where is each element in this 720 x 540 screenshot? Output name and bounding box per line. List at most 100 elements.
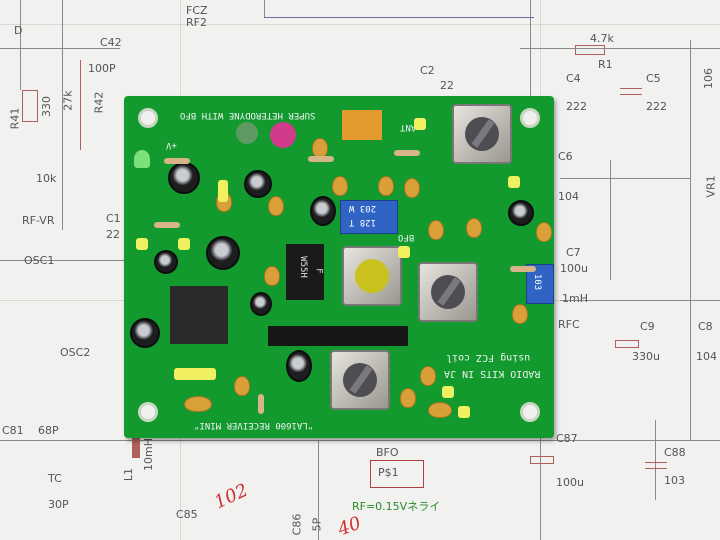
ceramic-capacitor: [420, 366, 436, 386]
ic-socket: [170, 286, 228, 344]
schematic-label: RFC: [558, 318, 580, 331]
test-pin: [398, 246, 410, 258]
ceramic-capacitor: [332, 176, 348, 196]
schematic-label: C6: [558, 150, 573, 163]
schematic-label: R42: [92, 91, 106, 114]
schematic-label: 103: [664, 474, 685, 487]
schematic-label: 104: [558, 190, 579, 203]
schematic-label: TC: [48, 472, 62, 485]
wire: [20, 0, 21, 90]
wire: [520, 48, 720, 49]
ic-chip: [268, 326, 408, 346]
wire: [560, 300, 720, 301]
handwritten-note: 102: [211, 479, 252, 514]
board-name: "LA1600 RECEIVER MINI": [194, 420, 314, 430]
schematic-label: R41: [8, 107, 22, 130]
test-pin: [136, 238, 148, 250]
capacitor-plate: [645, 468, 667, 469]
schematic-label: 330u: [632, 350, 660, 363]
resistor: [308, 156, 334, 162]
capacitor-symbol: [530, 456, 554, 464]
schematic-label: 1mH: [562, 292, 588, 305]
ceramic-capacitor: [428, 402, 452, 418]
trimmer-potentiometer: 203 W 128 T: [340, 200, 398, 234]
ceramic-capacitor: [512, 304, 528, 324]
schematic-label: VR1: [704, 175, 718, 198]
ceramic-capacitor: [184, 396, 212, 412]
electrolytic-capacitor: [250, 292, 272, 316]
fcz-coil: [418, 262, 478, 322]
schematic-note: RF=0.15Vネライ: [352, 500, 441, 513]
schematic-label: FCZ: [186, 4, 208, 17]
schematic-label: C9: [640, 320, 655, 333]
bfo-test-point: [370, 460, 424, 488]
schematic-label: C7: [566, 246, 581, 259]
electrolytic-capacitor: [206, 236, 240, 270]
schematic-label: 100P: [88, 62, 116, 75]
schematic-label: 104: [696, 350, 717, 363]
fcz-coil: [330, 350, 390, 410]
electrolytic-capacitor: [286, 350, 312, 382]
wire: [540, 420, 541, 540]
wire: [530, 0, 531, 100]
test-pin: [178, 238, 190, 250]
schematic-label: R1: [598, 58, 613, 71]
schematic-label: 22: [440, 79, 454, 92]
pcb-board: SUPER HETERODYNE WITH BFO "LA1600 RECEIV…: [124, 96, 554, 438]
resistor: [510, 266, 536, 272]
wire: [62, 0, 63, 230]
resistor: [394, 150, 420, 156]
schematic-label: BFO: [376, 446, 399, 459]
resistor-symbol: [575, 45, 605, 55]
schematic-label: C5: [646, 72, 661, 85]
trimmer-capacitor-green: [236, 122, 258, 144]
wire: [318, 440, 319, 540]
schematic-label: C88: [664, 446, 686, 459]
wire: [655, 420, 656, 500]
electrolytic-capacitor: [310, 196, 336, 226]
schematic-label: C2: [420, 64, 435, 77]
schematic-label: 330: [40, 96, 53, 117]
fcz-coil-yellow: [342, 246, 402, 306]
mounting-hole: [520, 108, 540, 128]
resistor: [154, 222, 180, 228]
schematic-label: C8: [698, 320, 713, 333]
schematic-label: L1: [122, 467, 136, 482]
bfo-label: BFO: [398, 232, 415, 242]
ceramic-capacitor: [400, 388, 416, 408]
trimmer-capacitor-pink: [270, 122, 296, 148]
schematic-label: P$1: [378, 466, 399, 479]
schematic-label: 30P: [48, 498, 69, 511]
ceramic-capacitor: [234, 376, 250, 396]
capacitor-plate: [620, 88, 642, 89]
wire: [560, 178, 690, 179]
tantalum-capacitor: [342, 110, 382, 140]
mounting-hole: [138, 108, 158, 128]
test-pin: [414, 118, 426, 130]
ceramic-filter: W55H F: [286, 244, 324, 300]
electrolytic-capacitor: [154, 250, 178, 274]
schematic-label: C42: [100, 36, 122, 49]
inductor-symbol: [132, 432, 140, 458]
test-pin: [458, 406, 470, 418]
filter-label: W55H: [297, 256, 308, 278]
trimmer-label: 128 T: [349, 217, 377, 227]
schematic-label: 22: [106, 228, 120, 241]
resistor: [164, 158, 190, 164]
mounting-hole: [138, 402, 158, 422]
resistor-trace: [80, 60, 81, 150]
capacitor-plate: [645, 462, 667, 463]
header-pins: [174, 368, 216, 380]
ceramic-capacitor: [264, 266, 280, 286]
schematic-label: OSC2: [60, 346, 91, 359]
ceramic-capacitor: [268, 196, 284, 216]
schematic-label: 100u: [560, 262, 588, 275]
electrolytic-capacitor: [508, 200, 534, 226]
jumper-pin: [218, 180, 228, 202]
capacitor-plate: [620, 94, 642, 95]
power-label: +V: [166, 140, 177, 150]
schematic-label: 68P: [38, 424, 59, 437]
schematic-label: C1: [106, 212, 121, 225]
schematic-label: C87: [556, 432, 578, 445]
schematic-label: C4: [566, 72, 581, 85]
